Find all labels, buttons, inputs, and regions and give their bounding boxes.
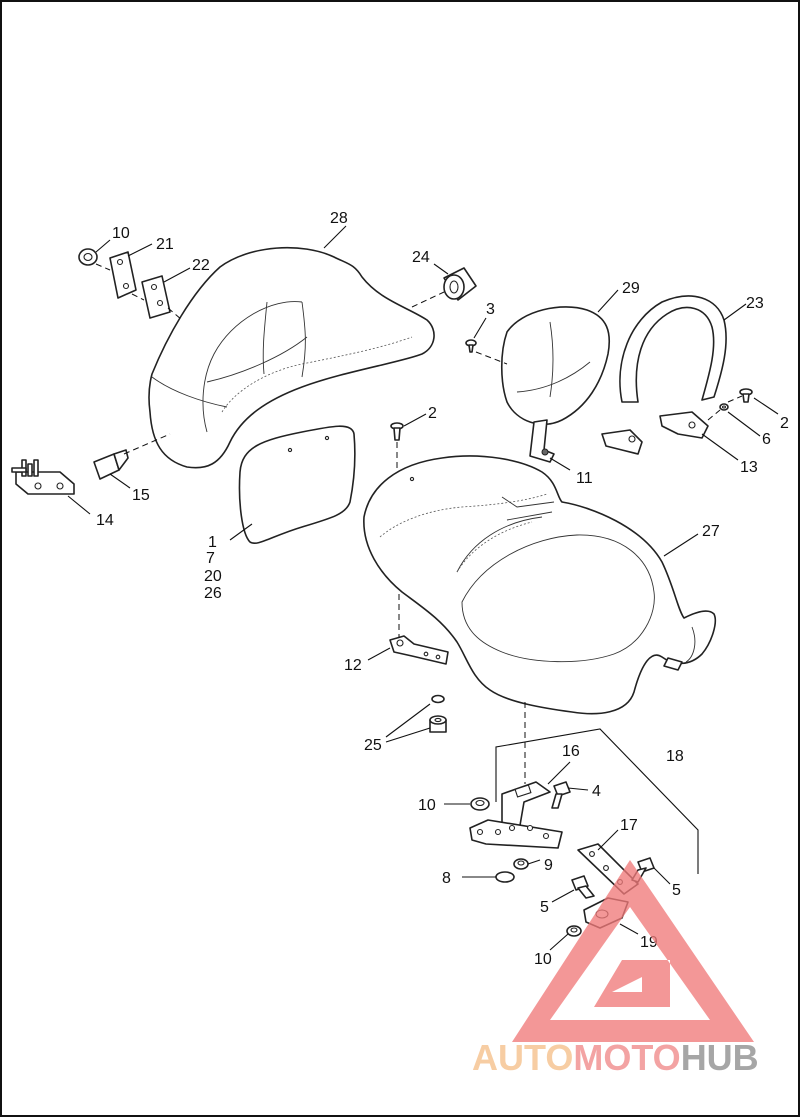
callout-10-middle: 10 — [418, 797, 436, 814]
main-seat-27 — [363, 455, 717, 715]
callout-25: 25 — [364, 737, 382, 754]
washer-nut-25 — [429, 694, 447, 733]
watermark-triangle-logo — [512, 860, 754, 1042]
callout-8: 8 — [442, 870, 451, 887]
callout-4: 4 — [592, 783, 601, 800]
svg-text:AUTOMOTOHUB: AUTOMOTOHUB — [472, 1037, 759, 1078]
assembly-lines — [95, 263, 743, 784]
watermark-hub: HUB — [681, 1037, 759, 1078]
callout-10-bottom: 10 — [534, 951, 552, 968]
backrest-frame-23 — [601, 295, 727, 455]
nut-10-middle — [470, 797, 490, 811]
callout-13: 13 — [740, 459, 758, 476]
nut-9 — [513, 858, 529, 870]
callout-14: 14 — [96, 512, 114, 529]
callout-10-top: 10 — [112, 225, 130, 242]
callout-3: 3 — [486, 301, 495, 318]
callout-labels: 28 10 21 22 24 29 3 23 2 2 6 13 11 15 14… — [96, 210, 789, 968]
watermark-auto: AUTO — [472, 1037, 573, 1078]
watermark-moto: MOTO — [573, 1037, 680, 1078]
callout-17: 17 — [620, 817, 638, 834]
callout-7: 7 — [206, 550, 215, 567]
callout-2-right: 2 — [780, 415, 789, 432]
bolt-4 — [551, 781, 571, 809]
group-bracket-18 — [495, 728, 699, 874]
rider-backrest-29 — [501, 306, 611, 463]
callout-11: 11 — [576, 470, 593, 487]
callout-29: 29 — [622, 280, 640, 297]
callout-15: 15 — [132, 487, 150, 504]
nut-10-bottom — [566, 925, 582, 937]
automotohub-watermark: AUTOMOTOHUB — [472, 860, 759, 1078]
callout-16: 16 — [562, 743, 580, 760]
callout-18: 18 — [666, 748, 684, 765]
seat-bracket-12 — [389, 635, 449, 665]
callout-21: 21 — [156, 236, 174, 253]
callout-5-right: 5 — [672, 882, 681, 899]
callout-9: 9 — [544, 857, 553, 874]
bracket-14 — [11, 459, 75, 495]
screw-3 — [465, 339, 477, 353]
back-pad-1 — [238, 425, 356, 544]
callout-27: 27 — [702, 523, 720, 540]
standoff-15 — [93, 449, 129, 480]
callout-23: 23 — [746, 295, 764, 312]
callout-20: 20 — [204, 568, 222, 585]
leader-lines — [67, 225, 779, 951]
callout-5-left: 5 — [540, 899, 549, 916]
backrest-knob-24 — [443, 267, 477, 301]
acorn-nut-10-top — [78, 248, 98, 266]
washer-6 — [719, 403, 729, 411]
bracket-16 — [469, 781, 563, 849]
screw-2-right — [739, 388, 753, 403]
screw-2-center — [390, 422, 404, 441]
callout-2-center: 2 — [428, 405, 437, 422]
callout-22: 22 — [192, 257, 210, 274]
bolt-5-left — [571, 875, 595, 899]
callout-12: 12 — [344, 657, 362, 674]
mounting-plate-21 — [109, 251, 137, 299]
mounting-plate-22 — [141, 275, 171, 319]
callout-1: 1 — [208, 534, 217, 551]
clip-8 — [495, 871, 515, 883]
callout-28: 28 — [330, 210, 348, 227]
callout-24: 24 — [412, 249, 430, 266]
passenger-backrest-pad — [148, 246, 435, 469]
callout-26: 26 — [204, 585, 222, 602]
callout-6: 6 — [762, 431, 771, 448]
